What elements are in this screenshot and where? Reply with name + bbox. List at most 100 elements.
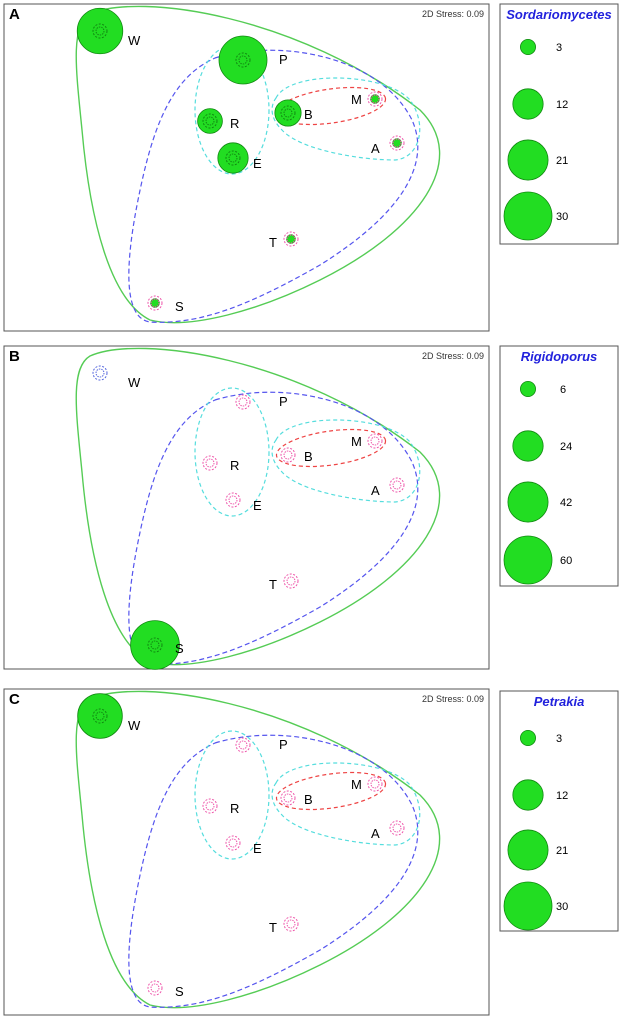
stress-label: 2D Stress: 0.09 — [422, 9, 484, 19]
site-marker — [225, 150, 241, 166]
site-e: E — [225, 492, 262, 513]
site-marker — [202, 798, 218, 814]
site-marker-inner — [286, 919, 296, 929]
site-marker-inner — [392, 823, 402, 833]
legend-value: 12 — [556, 790, 568, 802]
site-e: E — [217, 142, 262, 174]
site-label: S — [175, 984, 184, 999]
site-marker-inner — [370, 779, 380, 789]
site-marker-inner — [95, 711, 105, 721]
site-label: A — [371, 483, 380, 498]
plot-frame — [3, 345, 490, 670]
pair-group — [275, 771, 387, 811]
site-w: W — [77, 693, 141, 739]
legend-value: 30 — [556, 901, 568, 913]
legend-frame — [499, 3, 619, 245]
site-marker — [389, 477, 405, 493]
site-r: R — [197, 108, 239, 134]
site-marker-inner — [283, 108, 293, 118]
site-label: A — [371, 826, 380, 841]
site-a: A — [371, 820, 405, 841]
pair-group — [275, 428, 387, 468]
site-label: P — [279, 394, 288, 409]
site-marker-inner — [228, 838, 238, 848]
site-p: P — [218, 35, 288, 85]
site-marker-inner — [228, 153, 238, 163]
site-marker-inner — [238, 740, 248, 750]
site-w: W — [92, 365, 141, 390]
site-marker — [202, 113, 218, 129]
site-marker — [367, 776, 383, 792]
site-p: P — [235, 737, 288, 753]
site-marker-inner — [286, 234, 296, 244]
legend-title: Rigidoporus — [521, 349, 598, 364]
legend-bubble — [520, 730, 536, 746]
site-marker-inner — [150, 298, 160, 308]
site-marker — [147, 980, 163, 996]
legend-bubble — [503, 535, 553, 585]
site-s: S — [130, 620, 184, 670]
bubble — [218, 35, 268, 85]
site-marker-inner — [205, 458, 215, 468]
mid-group-boundary — [128, 734, 419, 1008]
stress-label: 2D Stress: 0.09 — [422, 351, 484, 361]
legend-title: Petrakia — [534, 694, 585, 709]
legend-value: 21 — [556, 155, 568, 167]
site-label: R — [230, 458, 239, 473]
inner-group-pre — [194, 387, 270, 517]
site-marker — [225, 835, 241, 851]
legend-bubble — [507, 829, 549, 871]
site-marker — [202, 455, 218, 471]
legend-bubble — [512, 430, 544, 462]
site-marker-inner — [150, 983, 160, 993]
site-marker — [225, 492, 241, 508]
mid-group-boundary — [128, 49, 419, 323]
site-label: P — [279, 737, 288, 752]
site-label: W — [128, 718, 141, 733]
site-marker — [389, 820, 405, 836]
cluster-group — [75, 690, 441, 1009]
site-marker-inner — [205, 116, 215, 126]
site-marker — [147, 637, 163, 653]
site-marker-inner — [150, 640, 160, 650]
site-label: B — [304, 449, 313, 464]
mid-group-boundary — [128, 391, 419, 665]
site-marker — [280, 105, 296, 121]
legend-bubble — [503, 191, 553, 241]
site-marker — [147, 295, 163, 311]
site-label: R — [230, 801, 239, 816]
site-marker-inner — [392, 138, 402, 148]
site-label: T — [269, 235, 277, 250]
legend-value: 60 — [560, 555, 572, 567]
site-marker — [92, 708, 108, 724]
site-label: P — [279, 52, 288, 67]
site-marker-inner — [238, 55, 248, 65]
legend-value: 3 — [556, 733, 562, 745]
site-b: B — [280, 790, 313, 807]
outer-group-boundary — [75, 5, 441, 324]
site-e: E — [225, 835, 262, 856]
site-r: R — [202, 798, 239, 816]
site-label: S — [175, 299, 184, 314]
site-w: W — [76, 7, 141, 55]
site-t: T — [269, 231, 299, 250]
site-marker-inner — [228, 495, 238, 505]
legend-value: 3 — [556, 42, 562, 54]
site-marker-inner — [392, 480, 402, 490]
site-label: M — [351, 777, 362, 792]
site-s: S — [147, 295, 184, 314]
site-marker-inner — [370, 94, 380, 104]
site-label: A — [371, 141, 380, 156]
site-t: T — [269, 916, 299, 935]
site-a: A — [371, 477, 405, 498]
legend-value: 30 — [556, 211, 568, 223]
site-marker-inner — [283, 793, 293, 803]
site-marker — [280, 447, 296, 463]
site-t: T — [269, 573, 299, 592]
site-label: E — [253, 156, 262, 171]
